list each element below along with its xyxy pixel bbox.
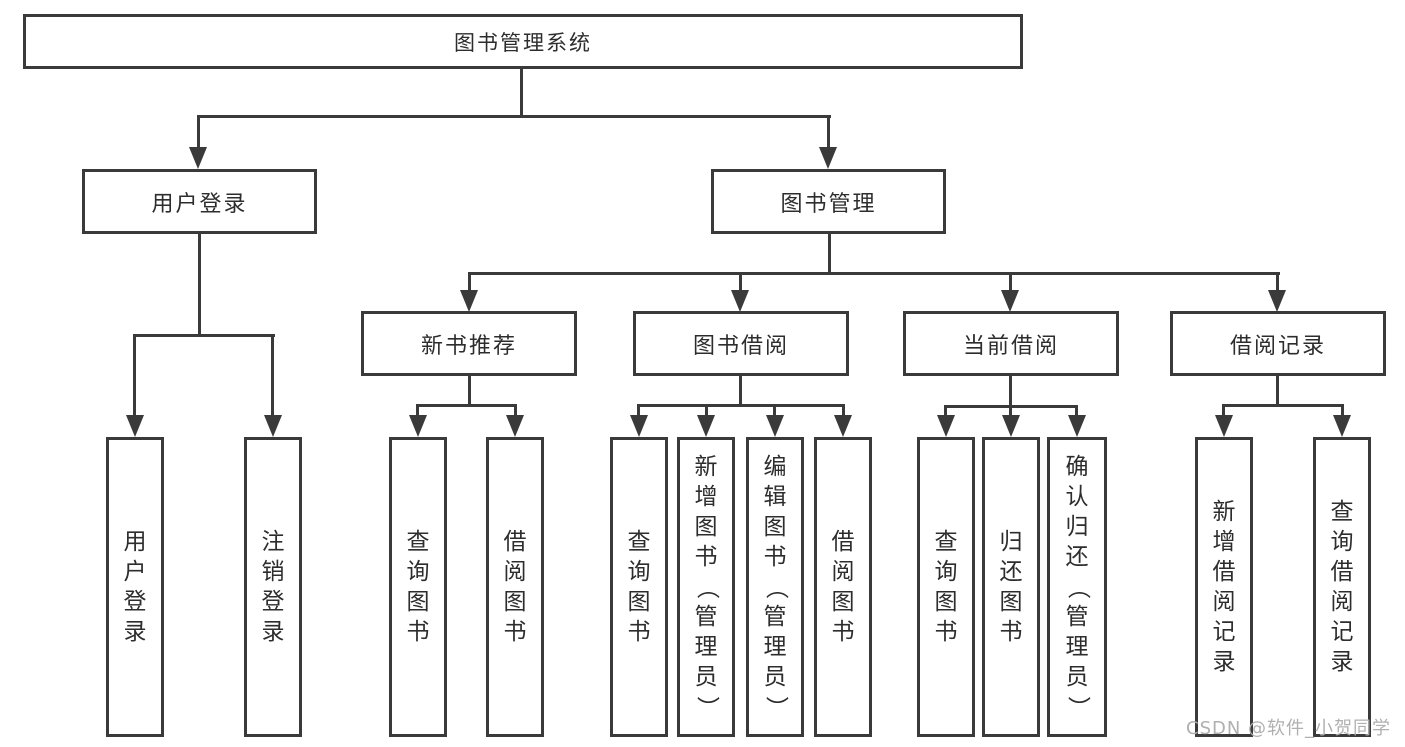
node-leaf-borrow-add: 新增图书（管理员） [677, 437, 735, 737]
connector-user-login-split [133, 334, 275, 337]
connector-drop [1341, 404, 1344, 418]
arrow-down-icon [1215, 415, 1233, 437]
connector-new-book-stem [468, 376, 471, 407]
arrow-down-icon [1068, 415, 1086, 437]
csdn-watermark: CSDN @软件_小贺同学 [1186, 718, 1392, 739]
connector-book-borrow-stem [739, 376, 742, 407]
node-book-borrow: 图书借阅 [633, 311, 849, 376]
connector-root-split [197, 115, 831, 118]
arrow-down-icon [834, 415, 852, 437]
arrow-down-icon [731, 290, 749, 312]
connector-borrow-record-split [1222, 404, 1344, 407]
node-leaf-newbook-query: 查询图书 [389, 437, 447, 737]
node-leaf-current-return: 归还图书 [982, 437, 1040, 737]
node-leaf-borrow-borrow: 借阅图书 [814, 437, 872, 737]
arrow-down-icon [460, 290, 478, 312]
arrow-down-icon [264, 415, 282, 437]
connector-drop [637, 404, 640, 418]
arrow-down-icon [697, 415, 715, 437]
node-borrow-record: 借阅记录 [1170, 311, 1386, 376]
connector-drop-book-borrow [739, 272, 742, 292]
arrow-down-icon [766, 415, 784, 437]
connector-book-mgmt-stem [828, 234, 831, 275]
node-current-borrow: 当前借阅 [903, 311, 1119, 376]
arrow-down-icon [1001, 290, 1019, 312]
arrow-down-icon [1268, 290, 1286, 312]
connector-current-borrow-stem [1009, 376, 1012, 408]
node-new-book: 新书推荐 [361, 311, 577, 376]
arrow-down-icon [409, 415, 427, 437]
connector-drop [842, 404, 845, 418]
connector-book-mgmt-split [468, 272, 1280, 275]
connector-root-stem [520, 69, 523, 118]
connector-drop [1009, 405, 1012, 418]
node-leaf-borrow-edit: 编辑图书（管理员） [746, 437, 804, 737]
arrow-down-icon [189, 147, 207, 169]
arrow-down-icon [937, 415, 955, 437]
node-leaf-record-add: 新增借阅记录 [1195, 437, 1253, 737]
arrow-down-icon [126, 415, 144, 437]
connector-new-book-split [416, 404, 517, 407]
connector-book-borrow-split [637, 404, 845, 407]
arrow-down-icon [1002, 415, 1020, 437]
node-leaf-current-query: 查询图书 [917, 437, 975, 737]
connector-drop-borrow-record [1276, 272, 1279, 292]
connector-borrow-record-stem [1276, 376, 1279, 407]
node-leaf-current-confirm: 确认归还（管理员） [1047, 437, 1107, 737]
connector-drop-logout [271, 334, 274, 417]
connector-user-login-stem [198, 234, 201, 337]
connector-drop-book-mgmt [827, 115, 830, 149]
node-user-login: 用户登录 [82, 169, 317, 234]
node-library-system: 图书管理系统 [23, 14, 1023, 69]
arrow-down-icon [506, 415, 524, 437]
connector-drop [416, 404, 419, 418]
connector-drop [1222, 404, 1225, 418]
connector-drop [514, 404, 517, 418]
arrow-down-icon [819, 147, 837, 169]
arrow-down-icon [630, 415, 648, 437]
connector-drop-login [133, 334, 136, 417]
node-leaf-newbook-borrow: 借阅图书 [486, 437, 544, 737]
connector-drop-new-book [468, 272, 471, 292]
connector-drop [705, 404, 708, 418]
connector-drop [773, 404, 776, 418]
connector-drop-current-borrow [1009, 272, 1012, 292]
connector-drop [1075, 405, 1078, 418]
connector-drop-user-login [197, 115, 200, 149]
node-leaf-logout: 注销登录 [244, 437, 302, 737]
node-leaf-user-login: 用户登录 [106, 437, 164, 737]
node-leaf-borrow-query: 查询图书 [610, 437, 668, 737]
arrow-down-icon [1333, 415, 1351, 437]
node-leaf-record-query: 查询借阅记录 [1313, 437, 1371, 737]
node-book-mgmt: 图书管理 [711, 169, 946, 234]
connector-drop [944, 405, 947, 418]
